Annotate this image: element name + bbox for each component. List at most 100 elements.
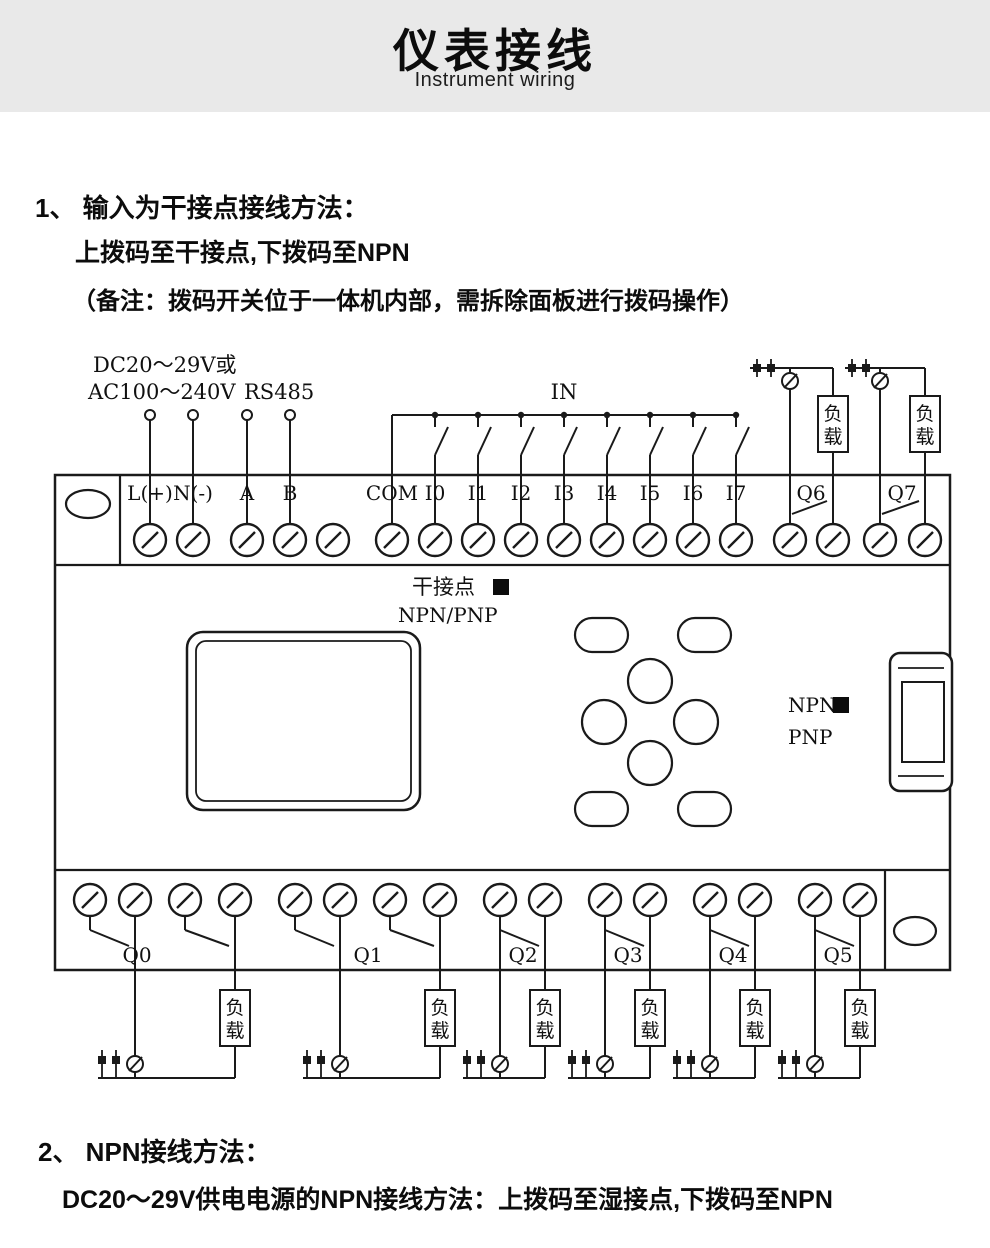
screw-slot [641, 891, 659, 909]
relay-blade-icon [814, 929, 855, 947]
component-square-icon [687, 1056, 695, 1064]
screw-slot [851, 891, 869, 909]
output-label: Q0 [122, 943, 151, 967]
screw-slot [781, 531, 799, 549]
terminal-label: B [283, 481, 298, 505]
button-icon [676, 790, 733, 828]
relay-blade-icon [184, 929, 230, 947]
screw-slot [176, 891, 194, 909]
ac-source-slash [808, 1056, 823, 1072]
load-label: 载 [430, 1020, 449, 1042]
load-label: 负 [850, 997, 869, 1019]
component-square-icon [778, 1056, 786, 1064]
screw-slot [701, 891, 719, 909]
entry-point-icon [144, 409, 156, 421]
section1-note: （备注：拨码开关位于一体机内部，需拆除面板进行拨码操作） [72, 288, 744, 315]
component-square-icon [303, 1056, 311, 1064]
screw-slot [916, 531, 934, 549]
screw-slot [238, 531, 256, 549]
screw-slot [871, 531, 889, 549]
screw-slot [324, 531, 342, 549]
screw-slot [684, 531, 702, 549]
rs485-label: RS485 [244, 380, 314, 404]
header-band: 仪表接线 Instrument wiring [0, 0, 990, 112]
switch-blade-icon [520, 426, 535, 456]
screw-slot [469, 531, 487, 549]
relay-blade-icon [709, 929, 750, 947]
screw-slot [512, 531, 530, 549]
button-icon [573, 790, 630, 828]
terminal-label: I6 [683, 481, 704, 505]
in-label: IN [551, 380, 578, 404]
terminal-label: I5 [640, 481, 661, 505]
load-label: 载 [745, 1020, 764, 1042]
npn-label: NPN [788, 693, 836, 717]
terminal-label: N(-) [173, 481, 213, 505]
button-icon [580, 698, 628, 746]
screw-slot [806, 891, 824, 909]
terminal-label: I7 [726, 481, 747, 505]
ac-source-slash [333, 1056, 348, 1072]
screw-slot [383, 531, 401, 549]
page-subtitle: Instrument wiring [414, 68, 576, 91]
screw-slot [286, 891, 304, 909]
screw-slot [184, 531, 202, 549]
component-square-icon [582, 1056, 590, 1064]
load-label: 负 [640, 997, 659, 1019]
load-label: 载 [640, 1020, 659, 1042]
relay-blade-icon [89, 929, 130, 947]
terminal-label: I0 [425, 481, 446, 505]
component-square-icon [568, 1056, 576, 1064]
component-square-icon [463, 1056, 471, 1064]
side-connector-slot [901, 681, 945, 763]
screw-slot [431, 891, 449, 909]
screw-slot [491, 891, 509, 909]
terminal-label: Q7 [887, 481, 916, 505]
screw-slot [426, 531, 444, 549]
button-icon [626, 657, 674, 705]
output-label: Q1 [353, 943, 382, 967]
pnp-label: PNP [788, 725, 832, 749]
output-label: Q3 [613, 943, 642, 967]
screw-slot [81, 891, 99, 909]
load-label: 载 [915, 426, 934, 448]
component-square-icon [673, 1056, 681, 1064]
entry-point-icon [241, 409, 253, 421]
component-square-icon [112, 1056, 120, 1064]
npn-pnp-label: NPN/PNP [398, 603, 498, 627]
screw-slot [381, 891, 399, 909]
component-square-icon [98, 1056, 106, 1064]
relay-blade-icon [389, 929, 435, 947]
load-label: 负 [430, 997, 449, 1019]
component-square-icon [767, 364, 775, 372]
page-title: 仪表接线 [393, 25, 597, 77]
ac-source-slash [493, 1056, 508, 1072]
screw-slot [226, 891, 244, 909]
ac-source-slash [703, 1056, 718, 1072]
load-label: 载 [225, 1020, 244, 1042]
display-screen [195, 640, 412, 802]
relay-blade-icon [604, 929, 645, 947]
screw-slot [596, 891, 614, 909]
component-square-icon [848, 364, 856, 372]
relay-blade-icon [791, 500, 828, 515]
switch-blade-icon [649, 426, 664, 456]
load-box [909, 395, 941, 453]
load-label: 负 [745, 997, 764, 1019]
section1-line1: 上拨码至干接点,下拨码至NPN [75, 239, 410, 267]
component-square-icon [862, 364, 870, 372]
load-label: 负 [823, 403, 842, 425]
load-box [844, 989, 876, 1047]
button-icon [573, 616, 630, 654]
load-label: 负 [535, 997, 554, 1019]
dry-contact-label: 干接点 [412, 575, 475, 599]
entry-point-icon [187, 409, 199, 421]
screw-slot [727, 531, 745, 549]
mounting-hole [892, 915, 938, 947]
load-label: 负 [225, 997, 244, 1019]
terminal-label: I1 [468, 481, 489, 505]
terminal-label: Q6 [796, 481, 825, 505]
section2-line1: DC20～29V供电电源的NPN接线方法：上拨码至湿接点,下拨码至NPN [62, 1186, 833, 1214]
ac-source-slash [873, 373, 888, 389]
